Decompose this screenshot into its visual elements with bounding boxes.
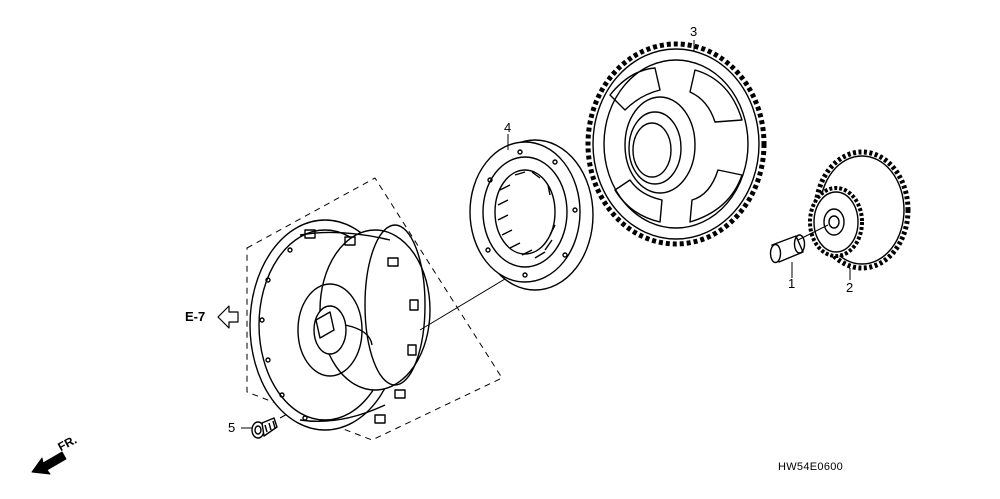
callout-3: 3: [690, 24, 698, 39]
callout-2: 2: [846, 280, 854, 295]
diagram-code: HW54E0600: [778, 461, 844, 473]
reference-label: E-7: [185, 309, 206, 324]
assembly-axis-line: [419, 269, 521, 331]
part-4-one-way-clutch: [469, 139, 594, 291]
callout-4: 4: [504, 120, 512, 135]
part-3-driven-gear: [585, 41, 767, 247]
assembly-boundary: [246, 177, 503, 441]
left-arrow-outline-icon: [217, 305, 239, 329]
part-5-bolt: [251, 417, 278, 439]
part-2-idle-gear: [808, 149, 911, 271]
part-1-shaft: [769, 234, 806, 264]
clutch-housing: [249, 219, 431, 431]
callout-1: 1: [788, 276, 796, 291]
callout-5: 5: [228, 420, 236, 435]
front-direction-arrow-icon: [31, 451, 67, 475]
